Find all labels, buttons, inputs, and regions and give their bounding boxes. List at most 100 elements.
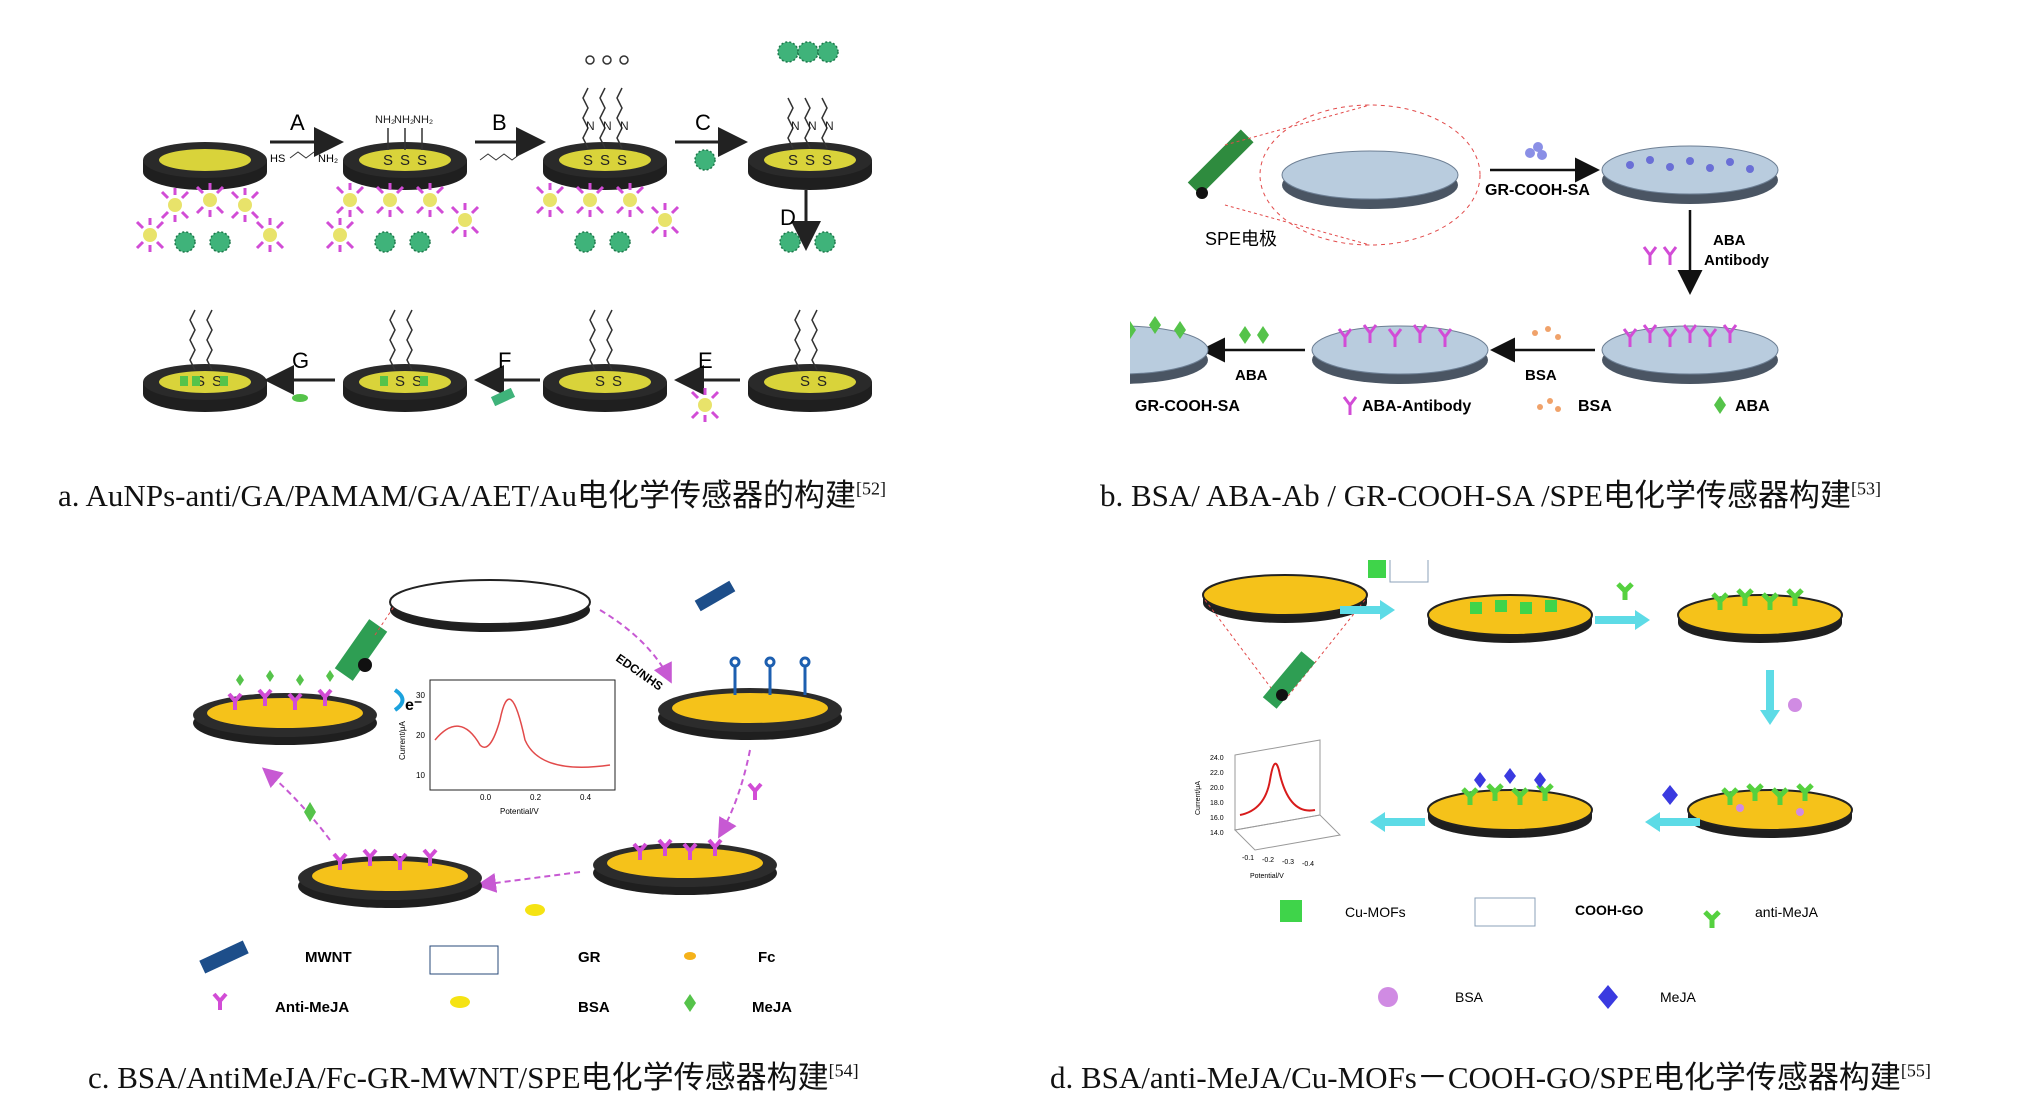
- svg-text:S: S: [583, 152, 593, 169]
- panel-c-legend: MWNT GR Fc Anti-MeJA BSA MeJA: [199, 940, 792, 1016]
- arrow-step-b: B: [475, 110, 546, 161]
- cu-mofs-icon: [1368, 560, 1386, 578]
- linker-chains: [387, 87, 828, 150]
- svg-text:A: A: [290, 110, 305, 135]
- svg-text:NH₂: NH₂: [375, 114, 395, 126]
- svg-text:E: E: [698, 348, 713, 373]
- svg-text:22.0: 22.0: [1210, 770, 1224, 777]
- svg-text:NH₂: NH₂: [413, 114, 433, 126]
- svg-text:ABA: ABA: [1735, 398, 1770, 415]
- mejA-electrode-d: [1427, 789, 1593, 839]
- gr-cooh-sa-layer: [1626, 156, 1754, 173]
- caption-panel-a: a. AuNPs-anti/GA/PAMAM/GA/AET/Au电化学传感器的构…: [58, 478, 886, 513]
- arrow-step-e: E: [674, 348, 740, 424]
- svg-text:S: S: [417, 152, 427, 169]
- cv-inset-plot: 30 20 10 0.0 0.2 0.4 Potential/V Current…: [398, 679, 616, 816]
- svg-text:S: S: [195, 373, 205, 390]
- svg-text:S: S: [822, 152, 832, 169]
- svg-text:B: B: [492, 110, 507, 135]
- final-electrode: [1130, 325, 1209, 385]
- svg-text:Current/μA: Current/μA: [1195, 781, 1202, 815]
- ga-layer: [180, 376, 428, 386]
- svg-text:NH₂: NH₂: [318, 153, 338, 165]
- svg-text:-0.3: -0.3: [1282, 859, 1294, 866]
- svg-text:GR: GR: [578, 949, 601, 966]
- arrow-aba-antibody: ABA Antibody: [1642, 210, 1770, 295]
- svg-text:S: S: [800, 373, 810, 390]
- caption-panel-c: c. BSA/AntiMeJA/Fc-GR-MWNT/SPE电化学传感器构建[5…: [88, 1060, 859, 1095]
- svg-text:N: N: [603, 119, 612, 133]
- svg-text:EDC/NHS: EDC/NHS: [613, 651, 665, 693]
- svg-text:S: S: [383, 152, 393, 169]
- cu-mofs-layer: [1470, 600, 1557, 614]
- svg-text:COOH-GO: COOH-GO: [1575, 902, 1644, 918]
- svg-text:S: S: [212, 373, 222, 390]
- svg-text:16.0: 16.0: [1210, 815, 1224, 822]
- svg-text:Anti-MeJA: Anti-MeJA: [275, 999, 349, 1016]
- svg-text:Cu-MOFs: Cu-MOFs: [1345, 904, 1406, 920]
- svg-text:NH₂: NH₂: [394, 114, 414, 126]
- aldehyde-ends: [585, 55, 629, 65]
- svg-text:anti-MeJA: anti-MeJA: [1755, 904, 1819, 920]
- svg-text:BSA: BSA: [1455, 989, 1484, 1005]
- arrow-step-f: F: [474, 348, 540, 407]
- svg-text:20.0: 20.0: [1210, 785, 1224, 792]
- svg-text:S: S: [805, 152, 815, 169]
- modified-electrode-3: [1311, 325, 1489, 385]
- panel-d-diagram: 24.0 22.0 20.0 18.0 16.0 14.0 -0.1 -0.2 …: [1195, 560, 1853, 1009]
- svg-text:BSA: BSA: [1578, 398, 1612, 415]
- svg-text:F: F: [498, 348, 511, 373]
- svg-text:20: 20: [416, 731, 425, 740]
- arrow-gr-cooh-sa: GR-COOH-SA: [1485, 142, 1600, 199]
- svg-text:ABA-Antibody: ABA-Antibody: [1362, 398, 1471, 415]
- svg-text:GR-COOH-SA: GR-COOH-SA: [1485, 182, 1590, 199]
- svg-text:G: G: [292, 348, 309, 373]
- bare-spe-disk: [389, 579, 591, 625]
- svg-text:-0.2: -0.2: [1262, 857, 1274, 864]
- arrow-aba: ABA: [1200, 326, 1305, 384]
- svg-text:HS: HS: [270, 153, 285, 165]
- svg-text:BSA: BSA: [1525, 367, 1557, 384]
- arrow-bsa-d: [1760, 670, 1780, 725]
- electrode-disk-1: [143, 142, 267, 190]
- modified-electrode-1: [1601, 145, 1779, 205]
- cu-mofs-electrode: [1427, 594, 1593, 644]
- svg-text:18.0: 18.0: [1210, 800, 1224, 807]
- spe-strip-d: [1262, 651, 1316, 709]
- svg-text:SPE电极: SPE电极: [1205, 229, 1277, 249]
- panel-d-legend: Cu-MOFs COOH-GO anti-MeJA BSA MeJA: [1280, 897, 1819, 1009]
- svg-text:BSA: BSA: [578, 999, 610, 1016]
- svg-text:N: N: [791, 119, 800, 133]
- svg-text:GR-COOH-SA: GR-COOH-SA: [1135, 398, 1240, 415]
- mejA-bound-disk: [193, 693, 377, 745]
- svg-text:Current/μA: Current/μA: [398, 720, 407, 760]
- svg-text:ABA: ABA: [1235, 367, 1268, 384]
- arrow-step-d: D: [780, 190, 821, 251]
- arrow-step-g: G: [264, 348, 335, 402]
- svg-text:-0.1: -0.1: [1242, 855, 1254, 862]
- fc-linkers: [729, 656, 811, 695]
- svg-text:24.0: 24.0: [1210, 755, 1224, 762]
- pamam-dendrimer: [777, 41, 799, 63]
- spe-electrode-strip: SPE电极: [1187, 129, 1277, 249]
- svg-text:MeJA: MeJA: [752, 999, 792, 1016]
- svg-text:0.4: 0.4: [580, 793, 592, 802]
- svg-text:D: D: [780, 205, 796, 230]
- svg-text:S: S: [412, 373, 422, 390]
- panel-b-legend: GR-COOH-SA ABA-Antibody BSA ABA: [1135, 395, 1770, 417]
- aunp-antibody: [535, 181, 565, 219]
- svg-text:30: 30: [416, 691, 425, 700]
- bsa-antibody-layer: [1723, 785, 1812, 816]
- svg-text:0.2: 0.2: [530, 793, 542, 802]
- svg-text:N: N: [825, 119, 834, 133]
- zoom-circle: [1259, 104, 1481, 246]
- svg-text:ABA: ABA: [1713, 232, 1746, 249]
- svg-text:S: S: [788, 152, 798, 169]
- antibody-electrode-d: [1677, 594, 1843, 644]
- bsa-electrode-d: [1687, 789, 1853, 839]
- svg-text:10: 10: [416, 771, 425, 780]
- svg-text:Potential/V: Potential/V: [500, 807, 539, 816]
